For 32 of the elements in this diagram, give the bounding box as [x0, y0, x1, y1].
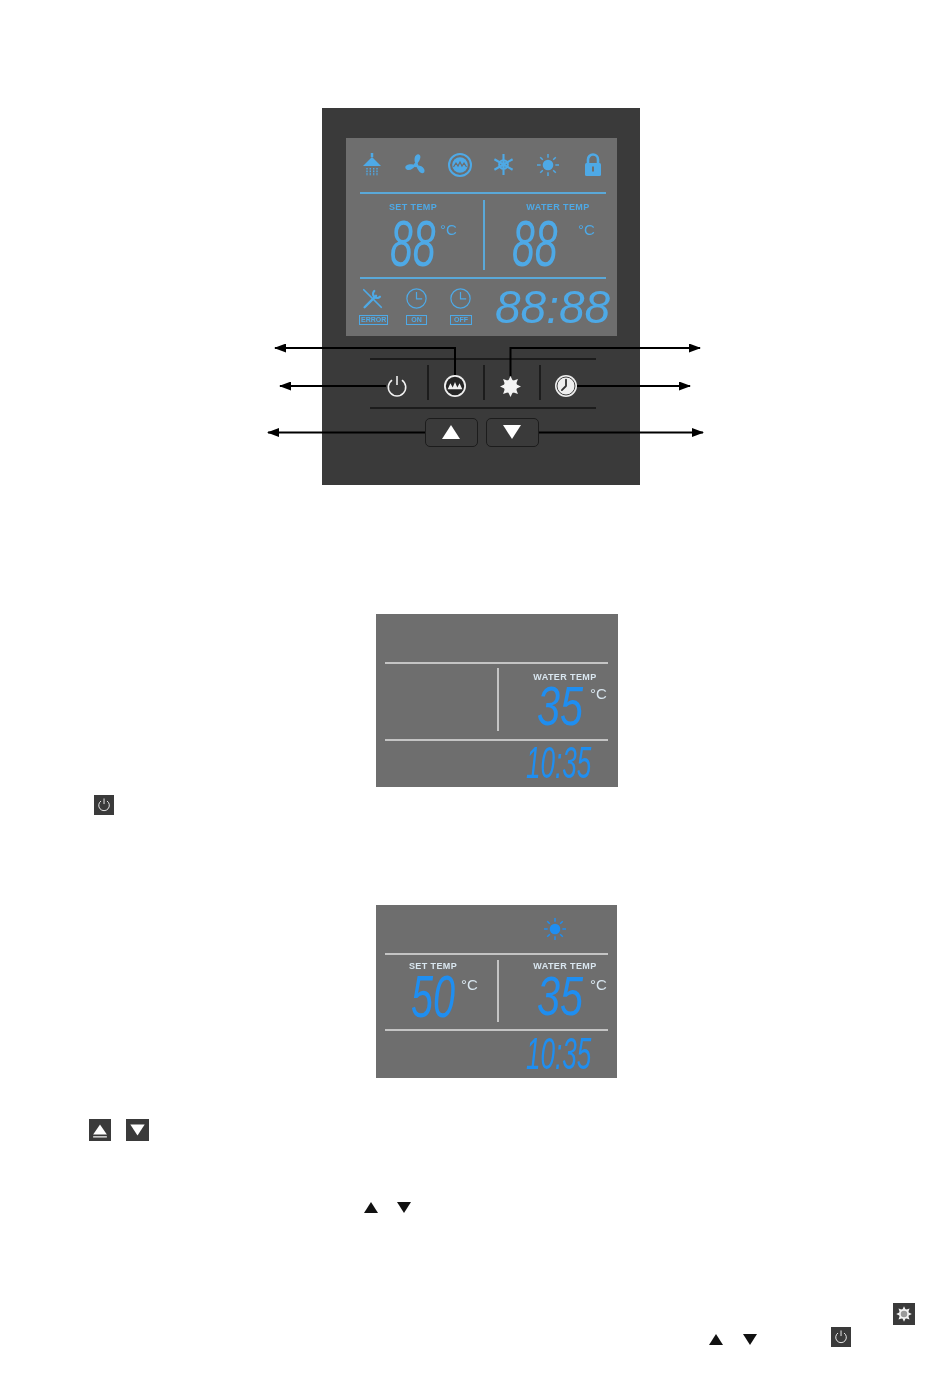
- lcd-display: [376, 905, 617, 1078]
- arrow: [538, 428, 704, 437]
- arrow: [267, 428, 426, 437]
- control-panel: [322, 108, 640, 485]
- unit-label: °C: [440, 222, 457, 237]
- time-readout: 10:35: [526, 1031, 592, 1076]
- arrow: [274, 343, 456, 376]
- arrow: [509, 343, 701, 377]
- arrow: [576, 381, 691, 391]
- arrow: [279, 381, 387, 391]
- temperature-label: WATER TEMP: [533, 962, 597, 971]
- temperature-label: SET TEMP: [408, 962, 458, 971]
- time-readout: 10:35: [526, 740, 592, 785]
- digit-readout: 88: [390, 212, 436, 276]
- unit-label: °C: [590, 977, 607, 992]
- temperature-label: WATER TEMP: [526, 203, 590, 212]
- temperature-label: WATER TEMP: [533, 673, 597, 682]
- up-button: [425, 418, 478, 447]
- power-icon: [386, 375, 408, 397]
- time-readout: 88:88: [495, 284, 611, 330]
- lcd-screen: [346, 138, 617, 336]
- zigzag-circle-icon: [444, 375, 466, 397]
- unit-label: °C: [578, 222, 595, 237]
- unit-label: °C: [590, 686, 607, 701]
- temperature-readout: 35: [537, 968, 584, 1024]
- temperature-label: SET TEMP: [388, 203, 438, 212]
- unit-label: °C: [461, 977, 478, 992]
- clock-icon: [555, 375, 577, 397]
- down-button: [486, 418, 539, 447]
- lcd-display: [376, 614, 618, 787]
- digit-readout: 88: [512, 212, 558, 276]
- sun-icon: [500, 376, 521, 397]
